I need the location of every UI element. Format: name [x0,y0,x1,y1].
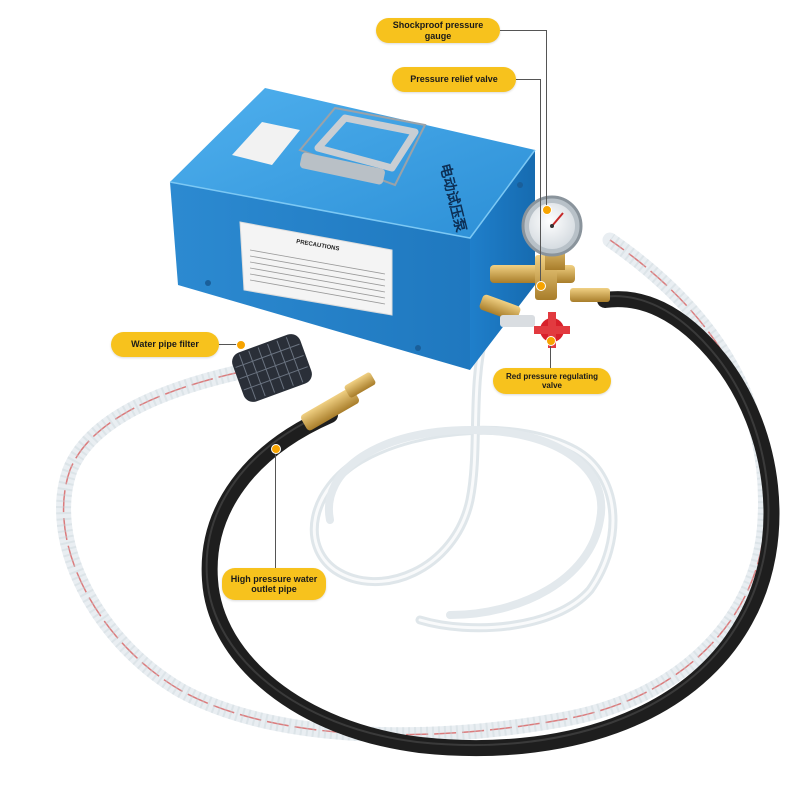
label-water-pipe-filter: Water pipe filter [111,332,219,357]
leader-gauge-v [546,30,547,208]
leader-dot-gauge [542,205,552,215]
leader-relief-h [516,79,541,80]
leader-outlet-v [275,450,276,570]
water-filter [232,334,312,402]
leader-dot-outlet [271,444,281,454]
label-shockproof-gauge: Shockproof pressure gauge [376,18,500,43]
leader-valve-v [550,340,551,370]
leader-gauge-h [500,30,547,31]
leader-dot-relief [536,281,546,291]
label-pressure-relief-valve: Pressure relief valve [392,67,516,92]
label-outlet-pipe: High pressure water outlet pipe [222,568,326,600]
pump-side [470,150,535,370]
leader-dot-filter [236,340,246,350]
leader-dot-valve [546,336,556,346]
leader-relief-v [540,79,541,284]
precautions-panel [239,221,393,316]
label-red-pressure-regulating-valve: Red pressure regulating valve [493,368,611,394]
leader-filter-h [218,344,240,345]
